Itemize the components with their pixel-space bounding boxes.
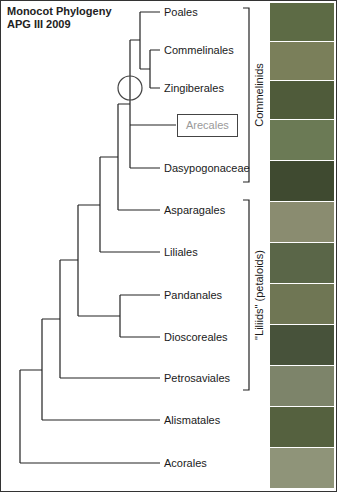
taxon-label: Petrosaviales (164, 372, 230, 385)
taxon-label: Dioscoreales (164, 331, 228, 344)
taxon-label: Pandanales (164, 289, 222, 302)
highlight-box: Arecales (177, 114, 238, 137)
taxon-label: Poales (164, 6, 198, 19)
taxon-label: Dasypogonaceae (164, 162, 250, 175)
taxon-label: Arecales (186, 119, 229, 132)
clade-bracket-label: Commelinids (253, 63, 266, 127)
taxon-label: Liliales (164, 246, 198, 259)
taxon-label: Zingiberales (164, 82, 224, 95)
taxon-label: Alismatales (164, 414, 220, 427)
clade-bracket-label: "Liliids" (petaloids) (253, 250, 266, 340)
taxon-label: Commelinales (164, 44, 234, 57)
taxon-label: Asparagales (164, 204, 225, 217)
diagram-title: Monocot Phylogeny APG III 2009 (7, 5, 119, 31)
taxon-label: Acorales (164, 457, 207, 470)
